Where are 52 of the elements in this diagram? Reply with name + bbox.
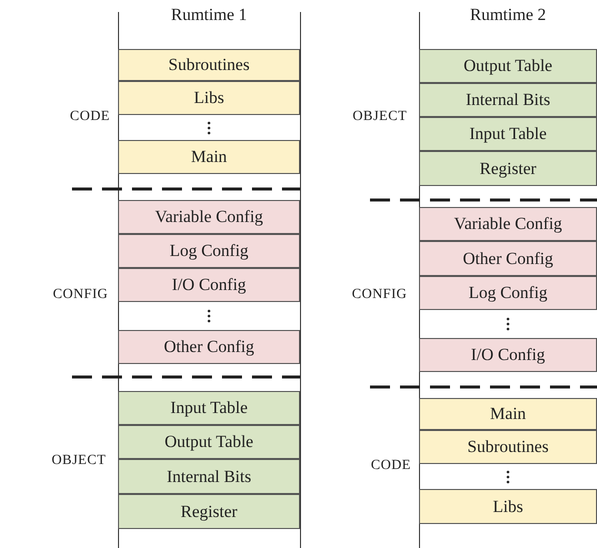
block-label: Internal Bits [166, 466, 252, 486]
memory-block [118, 140, 300, 174]
block-label: Other Config [164, 337, 254, 357]
block-label: Output Table [164, 432, 254, 452]
block-label: Log Config [170, 241, 248, 261]
section-label: CODE [370, 458, 411, 474]
section-label: OBJECT [352, 109, 407, 125]
memory-block [419, 151, 597, 186]
block-label: Variable Config [454, 214, 562, 234]
memory-block [419, 207, 597, 241]
block-label: Main [490, 404, 526, 424]
block-label: Register [480, 158, 536, 178]
memory-block [118, 459, 300, 494]
memory-block [419, 241, 597, 276]
memory-block [118, 391, 300, 425]
memory-block [118, 425, 300, 459]
block-label: Main [191, 147, 227, 167]
block-label: Subroutines [467, 437, 549, 457]
block-label: Input Table [469, 124, 547, 144]
memory-block [419, 117, 597, 151]
memory-block [118, 200, 300, 234]
memory-block [118, 494, 300, 529]
block-label: Subroutines [168, 55, 250, 75]
memory-block [118, 268, 300, 302]
block-label: Output Table [464, 56, 552, 76]
memory-block [419, 430, 597, 464]
block-label: I/O Config [172, 275, 246, 295]
memory-block [118, 330, 300, 364]
section-label: CONFIG [52, 287, 108, 303]
memory-block [419, 398, 597, 430]
memory-block [419, 338, 597, 372]
block-label: Libs [492, 496, 524, 516]
block-label: Libs [194, 88, 224, 108]
block-label: Other Config [462, 248, 554, 268]
block-label: Register [180, 502, 238, 522]
memory-block [419, 49, 597, 83]
column-header: Rumtime 2 [470, 5, 546, 25]
column-header: Rumtime 1 [170, 5, 248, 25]
memory-block [419, 276, 597, 310]
block-label: Input Table [170, 398, 248, 418]
memory-block [419, 489, 597, 524]
section-label: CONFIG [352, 287, 407, 303]
memory-block [118, 81, 300, 115]
block-label: I/O Config [470, 345, 546, 365]
memory-block [118, 49, 300, 81]
memory-block [419, 83, 597, 117]
block-label: Variable Config [154, 207, 264, 227]
section-label: CODE [70, 109, 110, 125]
block-label: Log Config [468, 283, 548, 303]
memory-block [118, 234, 300, 268]
block-label: Internal Bits [466, 90, 550, 110]
section-label: OBJECT [52, 453, 106, 469]
